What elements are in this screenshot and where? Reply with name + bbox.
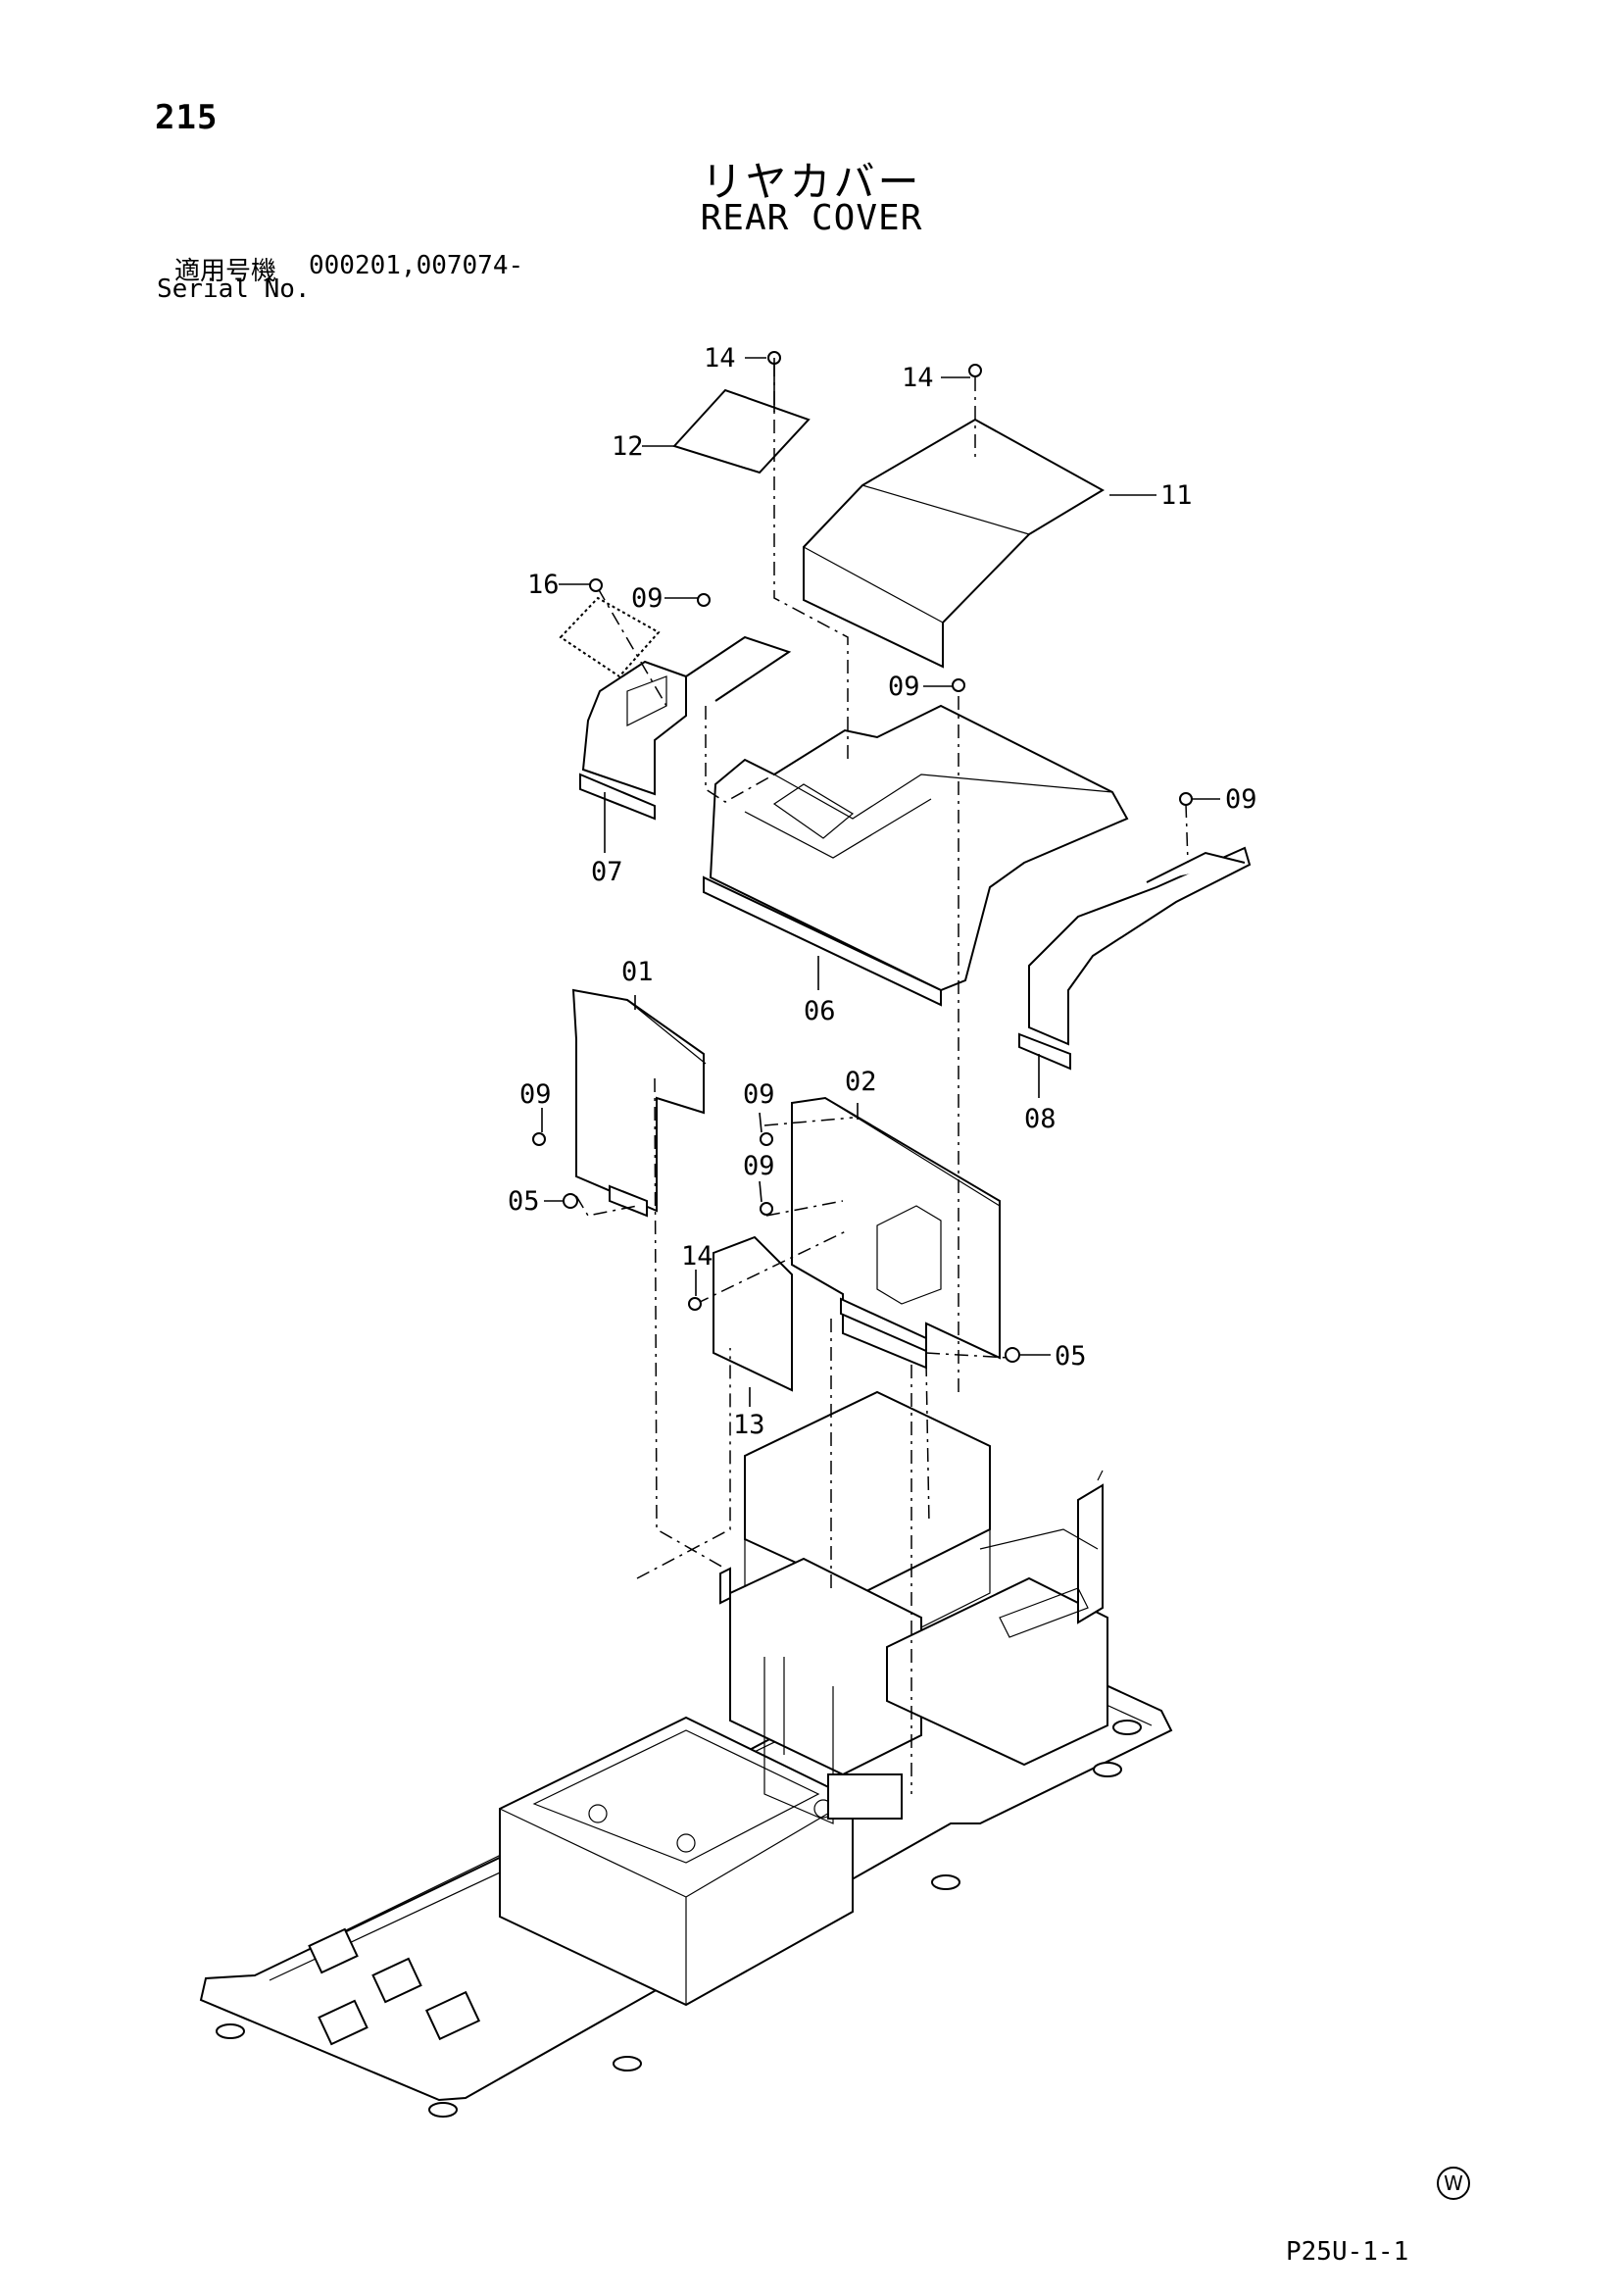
- callout-08: 08: [1024, 1104, 1057, 1134]
- part-01: [571, 988, 707, 1218]
- page-title-jp: リヤカバー: [701, 158, 922, 206]
- callout-01: 01: [621, 957, 654, 987]
- callout-09-right: 09: [1225, 784, 1257, 815]
- part-11: [803, 364, 1106, 669]
- callout-06: 06: [804, 996, 836, 1026]
- page-title-en: REAR COVER: [700, 198, 923, 238]
- callout-14-lower: 14: [681, 1241, 713, 1272]
- callout-09-panel-mid: 09: [743, 1151, 775, 1181]
- part-12: [672, 351, 811, 474]
- callout-16: 16: [527, 570, 560, 600]
- callout-05-right: 05: [1055, 1341, 1087, 1372]
- callout-14-top: 14: [704, 343, 736, 374]
- part-13: [713, 1235, 793, 1392]
- assembly-lines: [575, 363, 1189, 1794]
- serial-label-jp: 適用号機: [174, 257, 277, 286]
- footer-code: P25U-1-1: [1286, 2237, 1409, 2267]
- page-number: 215: [155, 98, 219, 137]
- part-08: [1018, 846, 1252, 1071]
- callout-09-panel-left: 09: [519, 1079, 552, 1110]
- callout-12: 12: [612, 431, 644, 462]
- callout-07: 07: [591, 857, 623, 887]
- serial-label-en: Serial No.: [157, 275, 311, 304]
- serial-value: 000201,007074-: [309, 251, 524, 280]
- callout-05-left: 05: [508, 1186, 540, 1217]
- callout-13: 13: [733, 1410, 765, 1440]
- part-06: [703, 704, 1129, 1007]
- callout-14-right: 14: [902, 363, 934, 393]
- part-02: [791, 1096, 1001, 1370]
- callout-09-panel-top: 09: [743, 1079, 775, 1110]
- callout-labels: 14 14 12 11 16 09 09 09 07 06 08 01 02 0…: [508, 343, 1257, 1440]
- callout-02: 02: [845, 1067, 877, 1097]
- callout-11: 11: [1160, 480, 1193, 511]
- watermark-icon: W: [1437, 2167, 1470, 2200]
- callout-09-left: 09: [631, 583, 664, 614]
- central-mechanism: [719, 1390, 1108, 1824]
- callout-09-center: 09: [888, 672, 920, 702]
- leader-lines: [541, 357, 1220, 1407]
